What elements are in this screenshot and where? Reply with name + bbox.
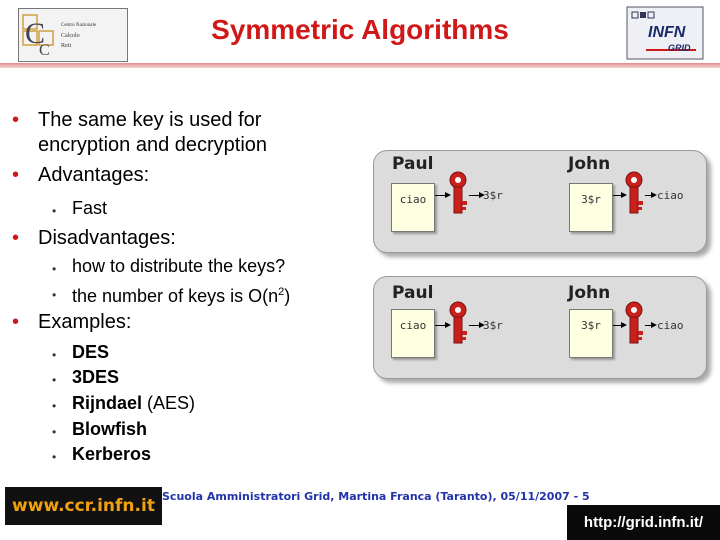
sub-bullet-fast-text: Fast [72,198,108,218]
encryption-diagram-1: Paul John ciao 3$r 3$r ciao [373,150,707,253]
bullet-same-key-text: The same key is used for [38,109,262,131]
bullet-examples: • Examples: [12,310,131,334]
arrow [645,322,657,328]
grid-logo-text: GRID [668,43,691,53]
sub-bullet-marker: • [52,204,57,218]
receiver-name: John [568,283,611,303]
bullet-disadvantages: • Disadvantages: [12,226,176,250]
key-icon [449,301,467,344]
ccr-logo-line2: Calcolo [61,33,80,39]
ccr-logo-line3: Reti [61,43,71,49]
arrow [435,322,451,328]
example-kerberos: • Kerberos [52,442,151,466]
example-blowfish: • Blowfish [52,417,147,441]
example-kerberos-text: Kerberos [72,444,152,464]
bullet-marker: • [12,109,20,131]
bullet-marker: • [12,311,20,333]
sender-name: Paul [392,154,434,174]
key-icon [625,301,643,344]
example-des: • DES [52,340,109,364]
ccr-logo: C C Centro Nazionale Calcolo Reti [18,8,128,62]
example-rijndael-text: Rijndael (AES) [72,393,196,413]
bullet-advantages: • Advantages: [12,163,149,187]
sub-bullet-distribute-text: how to distribute the keys? [72,256,286,276]
sub-bullet-marker: • [52,262,57,276]
ccr-logo-line1: Centro Nazionale [61,23,97,28]
footer-ccr-link[interactable]: www.ccr.infn.it [5,487,162,525]
decrypted-text: ciao [657,189,684,202]
title-divider [0,63,720,68]
slide-title: Symmetric Algorithms [211,14,509,45]
key-icon [449,171,467,214]
ccr-logo-graphic: C C [22,14,54,59]
example-blowfish-text: Blowfish [72,419,147,439]
sender-name: Paul [392,283,434,303]
example-des-text: DES [72,342,110,362]
infn-logo-text: INFN [648,24,686,41]
bullet-examples-text: Examples: [38,311,132,333]
svg-text:C: C [39,42,50,59]
example-3des: • 3DES [52,365,119,389]
arrow [613,192,627,198]
sub-bullet-fast: • Fast [52,196,107,220]
receiver-name: John [568,154,611,174]
footer-grid-link[interactable]: http://grid.infn.it/ [567,505,720,540]
example-rijndael: • Rijndael (AES) [52,391,195,415]
decrypted-text: ciao [657,319,684,332]
footer-event-info: Scuola Amministratori Grid, Martina Fran… [162,490,590,503]
example-3des-text: 3DES [72,367,120,387]
sub-bullet-distribute: • how to distribute the keys? [52,254,285,278]
ciphertext-document: 3$r [569,309,613,358]
bullet-marker: • [12,164,20,186]
svg-text:C: C [25,17,45,50]
ciphertext: 3$r [483,319,503,332]
bullet-same-key: • The same key is used for [12,108,261,132]
sub-bullet-marker: • [52,450,57,464]
key-icon [625,171,643,214]
sub-bullet-marker: • [52,348,57,362]
sub-bullet-marker: • [52,373,57,387]
ciphertext-document: 3$r [569,183,613,232]
arrow [469,192,485,198]
arrow [469,322,485,328]
sub-bullet-number-of-keys: • the number of keys is O(n2) [52,280,290,308]
bullet-advantages-text: Advantages: [38,164,150,186]
encryption-diagram-2: Paul John ciao 3$r 3$r ciao [373,276,707,379]
plaintext-document: ciao [391,183,435,232]
sub-bullet-marker: • [52,425,57,439]
bullet-same-key-line2: encryption and decryption [38,134,268,156]
bullet-disadvantages-text: Disadvantages: [38,227,176,249]
arrow [435,192,451,198]
infn-grid-logo: INFN GRID [626,6,704,60]
infn-grid-logo-graphic [626,6,704,60]
bullet-marker: • [12,227,20,249]
ciphertext: 3$r [483,189,503,202]
arrow [613,322,627,328]
sub-bullet-number-of-keys-text: the number of keys is O(n2) [72,286,291,306]
sub-bullet-marker: • [52,288,57,302]
sub-bullet-marker: • [52,399,57,413]
plaintext-document: ciao [391,309,435,358]
arrow [645,192,657,198]
